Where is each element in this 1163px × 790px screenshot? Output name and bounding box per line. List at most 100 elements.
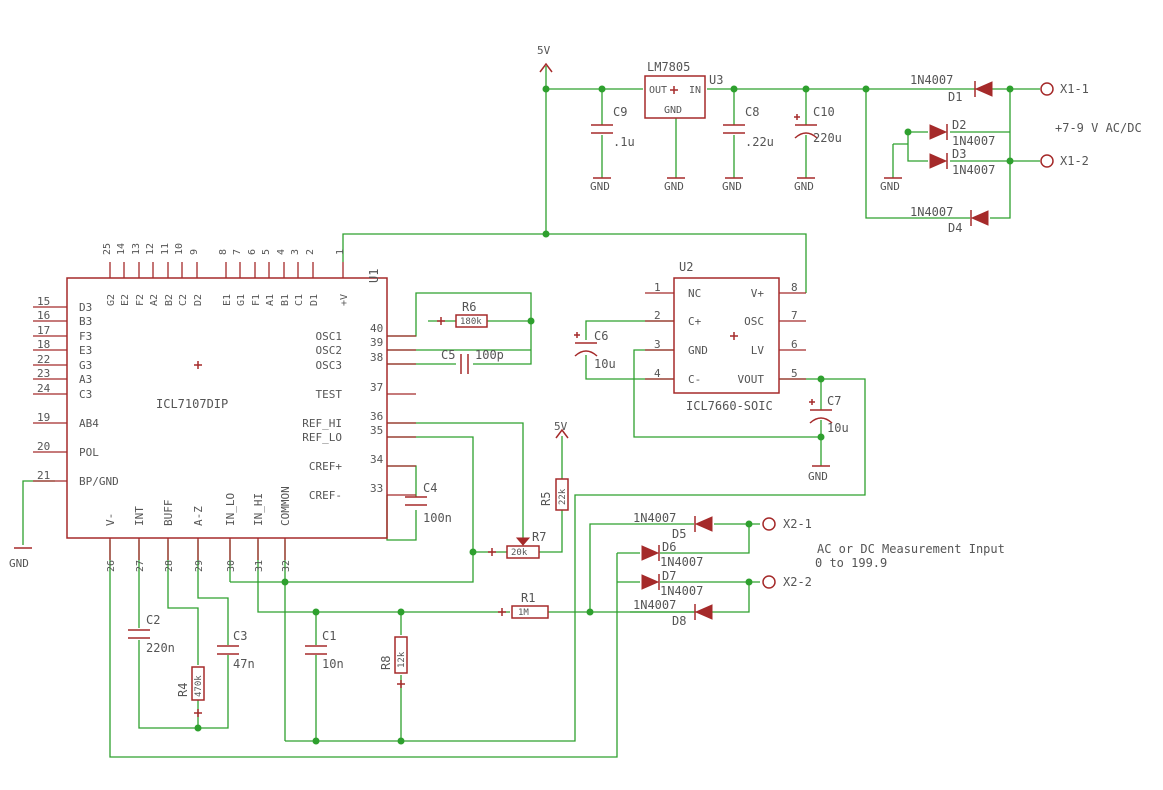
svg-text:5: 5 (791, 367, 798, 380)
connector-x1-1[interactable]: X1-1 (1040, 82, 1089, 96)
svg-text:BUFF: BUFF (162, 500, 175, 527)
svg-text:2: 2 (654, 309, 661, 322)
svg-text:4: 4 (276, 249, 287, 255)
svg-text:C2: C2 (178, 294, 189, 306)
svg-text:C1: C1 (294, 294, 305, 306)
r7-name: R7 (532, 530, 546, 544)
d7-value: 1N4007 (660, 584, 703, 598)
svg-text:G1: G1 (236, 294, 247, 306)
svg-text:C3: C3 (79, 388, 92, 401)
svg-text:AB4: AB4 (79, 417, 99, 430)
d8-name: D8 (672, 614, 686, 628)
svg-text:E3: E3 (79, 344, 92, 357)
c4-name: C4 (423, 481, 437, 495)
svg-text:E2: E2 (120, 294, 131, 306)
svg-text:F3: F3 (79, 330, 92, 343)
svg-text:25: 25 (102, 243, 113, 255)
capacitor-c7: C7 10u (809, 394, 849, 435)
svg-text:A-Z: A-Z (192, 506, 205, 526)
svg-text:22: 22 (37, 353, 50, 366)
c2-value: 220n (146, 641, 175, 655)
svg-text:D2: D2 (193, 294, 204, 306)
connector-x2-1[interactable]: X2-1 (762, 517, 812, 531)
resistor-r6: 180k R6 (437, 300, 488, 328)
svg-text:27: 27 (135, 560, 146, 572)
adc-bottom-pins: 26 27 28 29 30 31 32 V- INT BUFF A-Z IN_… (104, 486, 292, 572)
svg-text:TEST: TEST (316, 388, 343, 401)
svg-text:1: 1 (335, 249, 346, 255)
svg-text:11: 11 (160, 243, 171, 255)
svg-text:24: 24 (37, 382, 51, 395)
svg-text:IN_HI: IN_HI (252, 493, 265, 526)
adc-right-pins: 40 39 38 37 36 35 34 33 OSC1 OSC2 OSC3 T… (302, 322, 416, 502)
junction-dots (194, 85, 1014, 745)
d2-name: D2 (952, 118, 966, 132)
adc-u1: ICL7107DIP U1 25 14 13 12 11 10 9 8 7 6 … (9, 243, 416, 572)
svg-text:OSC3: OSC3 (316, 359, 343, 372)
svg-text:OSC: OSC (744, 315, 764, 328)
resistor-r8: 12k R8 (379, 636, 408, 688)
svg-text:INT: INT (133, 506, 146, 526)
capacitor-c5: C5 100p (441, 348, 504, 374)
svg-text:19: 19 (37, 411, 50, 424)
x1-1-label: X1-1 (1060, 82, 1089, 96)
supply-section: 5V OUT IN GND LM7805 U3 C9 .1u C8 .22u (537, 44, 1142, 235)
d8-value: 1N4007 (633, 598, 676, 612)
regulator-pin-out: OUT (649, 85, 667, 96)
svg-text:34: 34 (370, 453, 384, 466)
svg-text:E1: E1 (222, 294, 233, 306)
x2-1-label: X2-1 (783, 517, 812, 531)
svg-text:GND: GND (664, 180, 684, 193)
r6-value: 180k (460, 317, 482, 327)
svg-text:26: 26 (106, 560, 117, 572)
gnd-symbol-bridge: GND (880, 177, 902, 193)
svg-text:IN_LO: IN_LO (224, 493, 237, 526)
svg-text:V+: V+ (751, 287, 765, 300)
svg-text:35: 35 (370, 424, 383, 437)
svg-text:NC: NC (688, 287, 701, 300)
adc-left-pins: 15 16 17 18 22 23 24 19 20 21 D3 B3 F3 E… (33, 295, 119, 488)
c3-value: 47n (233, 657, 255, 671)
r8-value: 12k (397, 651, 407, 668)
svg-text:33: 33 (370, 482, 383, 495)
svg-text:OSC2: OSC2 (316, 344, 343, 357)
svg-text:32: 32 (281, 560, 292, 572)
svg-text:17: 17 (37, 324, 50, 337)
svg-text:40: 40 (370, 322, 383, 335)
r1-name: R1 (521, 591, 535, 605)
c6-value: 10u (594, 357, 616, 371)
inverter-u2: U2 ICL7660-SOIC 1 2 3 4 8 7 6 5 NC C+ GN… (645, 260, 806, 413)
potentiometer-r7: 20k R7 (488, 530, 546, 559)
gnd-symbol-c7: GND (808, 465, 830, 483)
capacitor-c3: C3 47n (217, 629, 255, 671)
c6-name: C6 (594, 329, 608, 343)
adc-ref: U1 (367, 269, 381, 283)
svg-text:GND: GND (9, 557, 29, 570)
connector-x2-2[interactable]: X2-2 (762, 575, 812, 589)
r5-name: R5 (539, 492, 553, 506)
c7-value: 10u (827, 421, 849, 435)
svg-text:C-: C- (688, 373, 701, 386)
svg-text:GND: GND (688, 344, 708, 357)
svg-text:8: 8 (791, 281, 798, 294)
svg-text:14: 14 (116, 243, 127, 255)
svg-text:D3: D3 (79, 301, 92, 314)
capacitor-c1: C1 10n (305, 629, 344, 671)
d7-name: D7 (662, 569, 676, 583)
svg-text:CREF+: CREF+ (309, 460, 342, 473)
svg-text:G2: G2 (106, 294, 117, 306)
svg-text:REF_LO: REF_LO (302, 431, 342, 444)
capacitor-c10: C10 220u (794, 105, 842, 145)
regulator-name: LM7805 (647, 60, 690, 74)
svg-text:OSC1: OSC1 (316, 330, 343, 343)
diode-d3: D3 1N4007 (929, 147, 995, 177)
connector-x1-2[interactable]: X1-2 (1040, 154, 1089, 168)
svg-text:39: 39 (370, 336, 383, 349)
svg-text:31: 31 (254, 560, 265, 572)
svg-text:B2: B2 (164, 294, 175, 306)
svg-text:18: 18 (37, 338, 50, 351)
diode-d1: 1N4007 D1 (910, 73, 993, 104)
c8-name: C8 (745, 105, 759, 119)
c5-name: C5 (441, 348, 455, 362)
